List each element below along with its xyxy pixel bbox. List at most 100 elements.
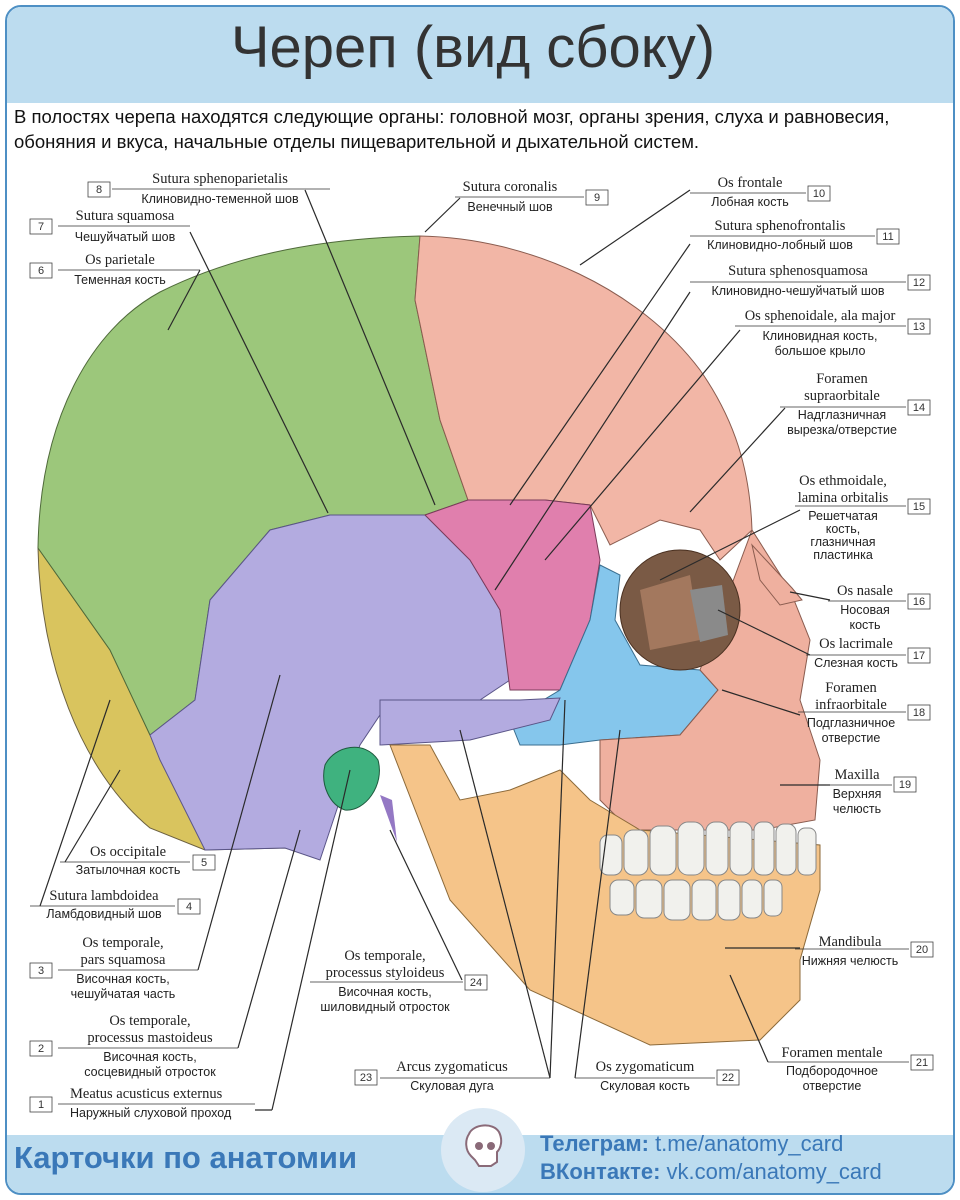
svg-text:Sutura lambdoidea: Sutura lambdoidea bbox=[49, 888, 159, 904]
label-16: 16 Os nasale Носовая кость bbox=[828, 583, 931, 632]
leader-lines bbox=[39, 189, 831, 1111]
svg-text:15: 15 bbox=[913, 501, 925, 513]
nasal-bone bbox=[751, 543, 803, 606]
svg-text:Os zygomaticum: Os zygomaticum bbox=[596, 1059, 695, 1075]
footer-brand: Карточки по анатомии bbox=[14, 1140, 358, 1175]
svg-text:Венечный шов: Венечный шов bbox=[467, 200, 553, 214]
vk-label: ВКонтакте: bbox=[540, 1159, 661, 1184]
svg-text:Височная кость,: Височная кость, bbox=[338, 985, 432, 999]
svg-text:Верхняя: Верхняя bbox=[833, 787, 882, 801]
svg-text:Meatus acusticus externus: Meatus acusticus externus bbox=[70, 1086, 223, 1102]
svg-text:Теменная кость: Теменная кость bbox=[74, 273, 165, 287]
svg-text:Клиновидно-лобный шов: Клиновидно-лобный шов bbox=[707, 238, 853, 252]
svg-text:14: 14 bbox=[913, 402, 925, 414]
label-15: 15 Os ethmoidale, lamina orbitalis Решет… bbox=[795, 473, 931, 562]
svg-text:челюсть: челюсть bbox=[833, 802, 881, 816]
label-4: 4 Sutura lambdoidea Ламбдовидный шов bbox=[30, 888, 201, 921]
svg-text:2: 2 bbox=[38, 1043, 44, 1055]
svg-text:глазничная: глазничная bbox=[810, 535, 875, 549]
svg-text:24: 24 bbox=[470, 977, 482, 989]
svg-text:Sutura squamosa: Sutura squamosa bbox=[76, 208, 175, 224]
svg-text:22: 22 bbox=[722, 1072, 734, 1084]
mandible bbox=[389, 744, 821, 1046]
svg-text:отверстие: отверстие bbox=[803, 1079, 862, 1093]
label-3: 3 Os temporale, pars squamosa Височная к… bbox=[29, 935, 198, 1001]
svg-text:Os ethmoidale,: Os ethmoidale, bbox=[799, 473, 887, 489]
vk-link[interactable]: vk.com/anatomy_card bbox=[666, 1159, 882, 1184]
svg-text:кость,: кость, bbox=[826, 522, 861, 536]
zygomatic-arch bbox=[379, 697, 561, 746]
svg-text:Os temporale,: Os temporale, bbox=[109, 1013, 190, 1029]
svg-text:9: 9 bbox=[594, 192, 600, 204]
svg-text:Надглазничная: Надглазничная bbox=[798, 408, 886, 422]
svg-text:Mandibula: Mandibula bbox=[819, 934, 882, 950]
svg-text:5: 5 bbox=[201, 857, 207, 869]
label-5: 5 Os occipitale Затылочная кость bbox=[60, 844, 216, 877]
label-23: 23 Arcus zygomaticus Скуловая дуга bbox=[354, 1059, 550, 1093]
svg-text:Ламбдовидный шов: Ламбдовидный шов bbox=[46, 907, 162, 921]
svg-text:21: 21 bbox=[916, 1057, 928, 1069]
svg-text:Чешуйчатый шов: Чешуйчатый шов bbox=[75, 230, 176, 244]
svg-text:supraorbitale: supraorbitale bbox=[804, 388, 880, 404]
svg-text:Foramen: Foramen bbox=[816, 371, 868, 387]
svg-text:23: 23 bbox=[360, 1072, 372, 1084]
svg-text:Клиновидно-чешуйчатый шов: Клиновидно-чешуйчатый шов bbox=[711, 284, 884, 298]
svg-text:19: 19 bbox=[899, 779, 911, 791]
svg-text:большое крыло: большое крыло bbox=[775, 344, 866, 358]
svg-text:Наружный слуховой проход: Наружный слуховой проход bbox=[70, 1106, 232, 1120]
lacrimal-bone bbox=[690, 585, 728, 642]
svg-text:3: 3 bbox=[38, 965, 44, 977]
svg-text:Os temporale,: Os temporale, bbox=[344, 948, 425, 964]
svg-text:Os nasale: Os nasale bbox=[837, 583, 893, 599]
label-14: 14 Foramen supraorbitale Надглазничная в… bbox=[780, 371, 931, 437]
svg-text:lamina orbitalis: lamina orbitalis bbox=[798, 490, 889, 506]
svg-text:Лобная кость: Лобная кость bbox=[711, 195, 788, 209]
svg-text:Foramen mentale: Foramen mentale bbox=[781, 1045, 882, 1061]
svg-text:20: 20 bbox=[916, 944, 928, 956]
label-10: 10 Os frontale Лобная кость bbox=[690, 175, 831, 209]
svg-text:Подглазничное: Подглазничное bbox=[807, 716, 895, 730]
skull-icon bbox=[441, 1108, 525, 1192]
label-11: 11 Sutura sphenofrontalis Клиновидно-лоб… bbox=[690, 218, 900, 252]
svg-text:Foramen: Foramen bbox=[825, 680, 877, 696]
ear-canal bbox=[323, 746, 380, 811]
header-band bbox=[7, 7, 953, 103]
svg-text:шиловидный отросток: шиловидный отросток bbox=[320, 1000, 450, 1014]
label-2: 2 Os temporale, processus mastoideus Вис… bbox=[29, 1013, 238, 1079]
svg-text:Os temporale,: Os temporale, bbox=[82, 935, 163, 951]
svg-text:1: 1 bbox=[38, 1099, 44, 1111]
label-22: 22 Os zygomaticum Скуловая кость bbox=[575, 1059, 740, 1093]
svg-text:Sutura coronalis: Sutura coronalis bbox=[463, 179, 558, 195]
page-title: Череп (вид сбоку) bbox=[230, 15, 716, 80]
svg-text:13: 13 bbox=[913, 321, 925, 333]
svg-text:processus styloideus: processus styloideus bbox=[326, 965, 445, 981]
svg-text:pars squamosa: pars squamosa bbox=[81, 952, 167, 968]
label-24: 24 Os temporale, processus styloideus Ви… bbox=[310, 948, 488, 1014]
svg-text:12: 12 bbox=[913, 277, 925, 289]
svg-text:Os lacrimale: Os lacrimale bbox=[819, 636, 893, 652]
svg-text:Височная кость,: Височная кость, bbox=[76, 972, 170, 986]
svg-text:Решетчатая: Решетчатая bbox=[808, 509, 878, 523]
svg-text:Затылочная кость: Затылочная кость bbox=[76, 863, 181, 877]
svg-text:Os occipitale: Os occipitale bbox=[90, 844, 166, 860]
svg-text:Скуловая кость: Скуловая кость bbox=[600, 1079, 690, 1093]
footer-links: Телеграм: t.me/anatomy_card ВКонтакте: v… bbox=[540, 1130, 882, 1186]
svg-text:6: 6 bbox=[38, 265, 44, 277]
intro-text: В полостях черепа находятся следующие ор… bbox=[14, 106, 890, 152]
svg-text:16: 16 bbox=[913, 596, 925, 608]
svg-text:Sutura sphenosquamosa: Sutura sphenosquamosa bbox=[728, 263, 868, 279]
svg-text:Слезная кость: Слезная кость bbox=[814, 656, 898, 670]
label-8: 8 Sutura sphenoparietalis Клиновидно-тем… bbox=[87, 171, 330, 206]
svg-text:отверстие: отверстие bbox=[822, 731, 881, 745]
svg-text:Sutura sphenoparietalis: Sutura sphenoparietalis bbox=[152, 171, 288, 187]
svg-text:пластинка: пластинка bbox=[813, 548, 873, 562]
telegram-link[interactable]: t.me/anatomy_card bbox=[655, 1131, 844, 1156]
svg-text:18: 18 bbox=[913, 707, 925, 719]
svg-text:сосцевидный отросток: сосцевидный отросток bbox=[84, 1065, 216, 1079]
svg-text:17: 17 bbox=[913, 650, 925, 662]
svg-text:Maxilla: Maxilla bbox=[834, 767, 880, 783]
svg-text:Клиновидно-теменной шов: Клиновидно-теменной шов bbox=[141, 192, 299, 206]
svg-text:4: 4 bbox=[186, 901, 192, 913]
